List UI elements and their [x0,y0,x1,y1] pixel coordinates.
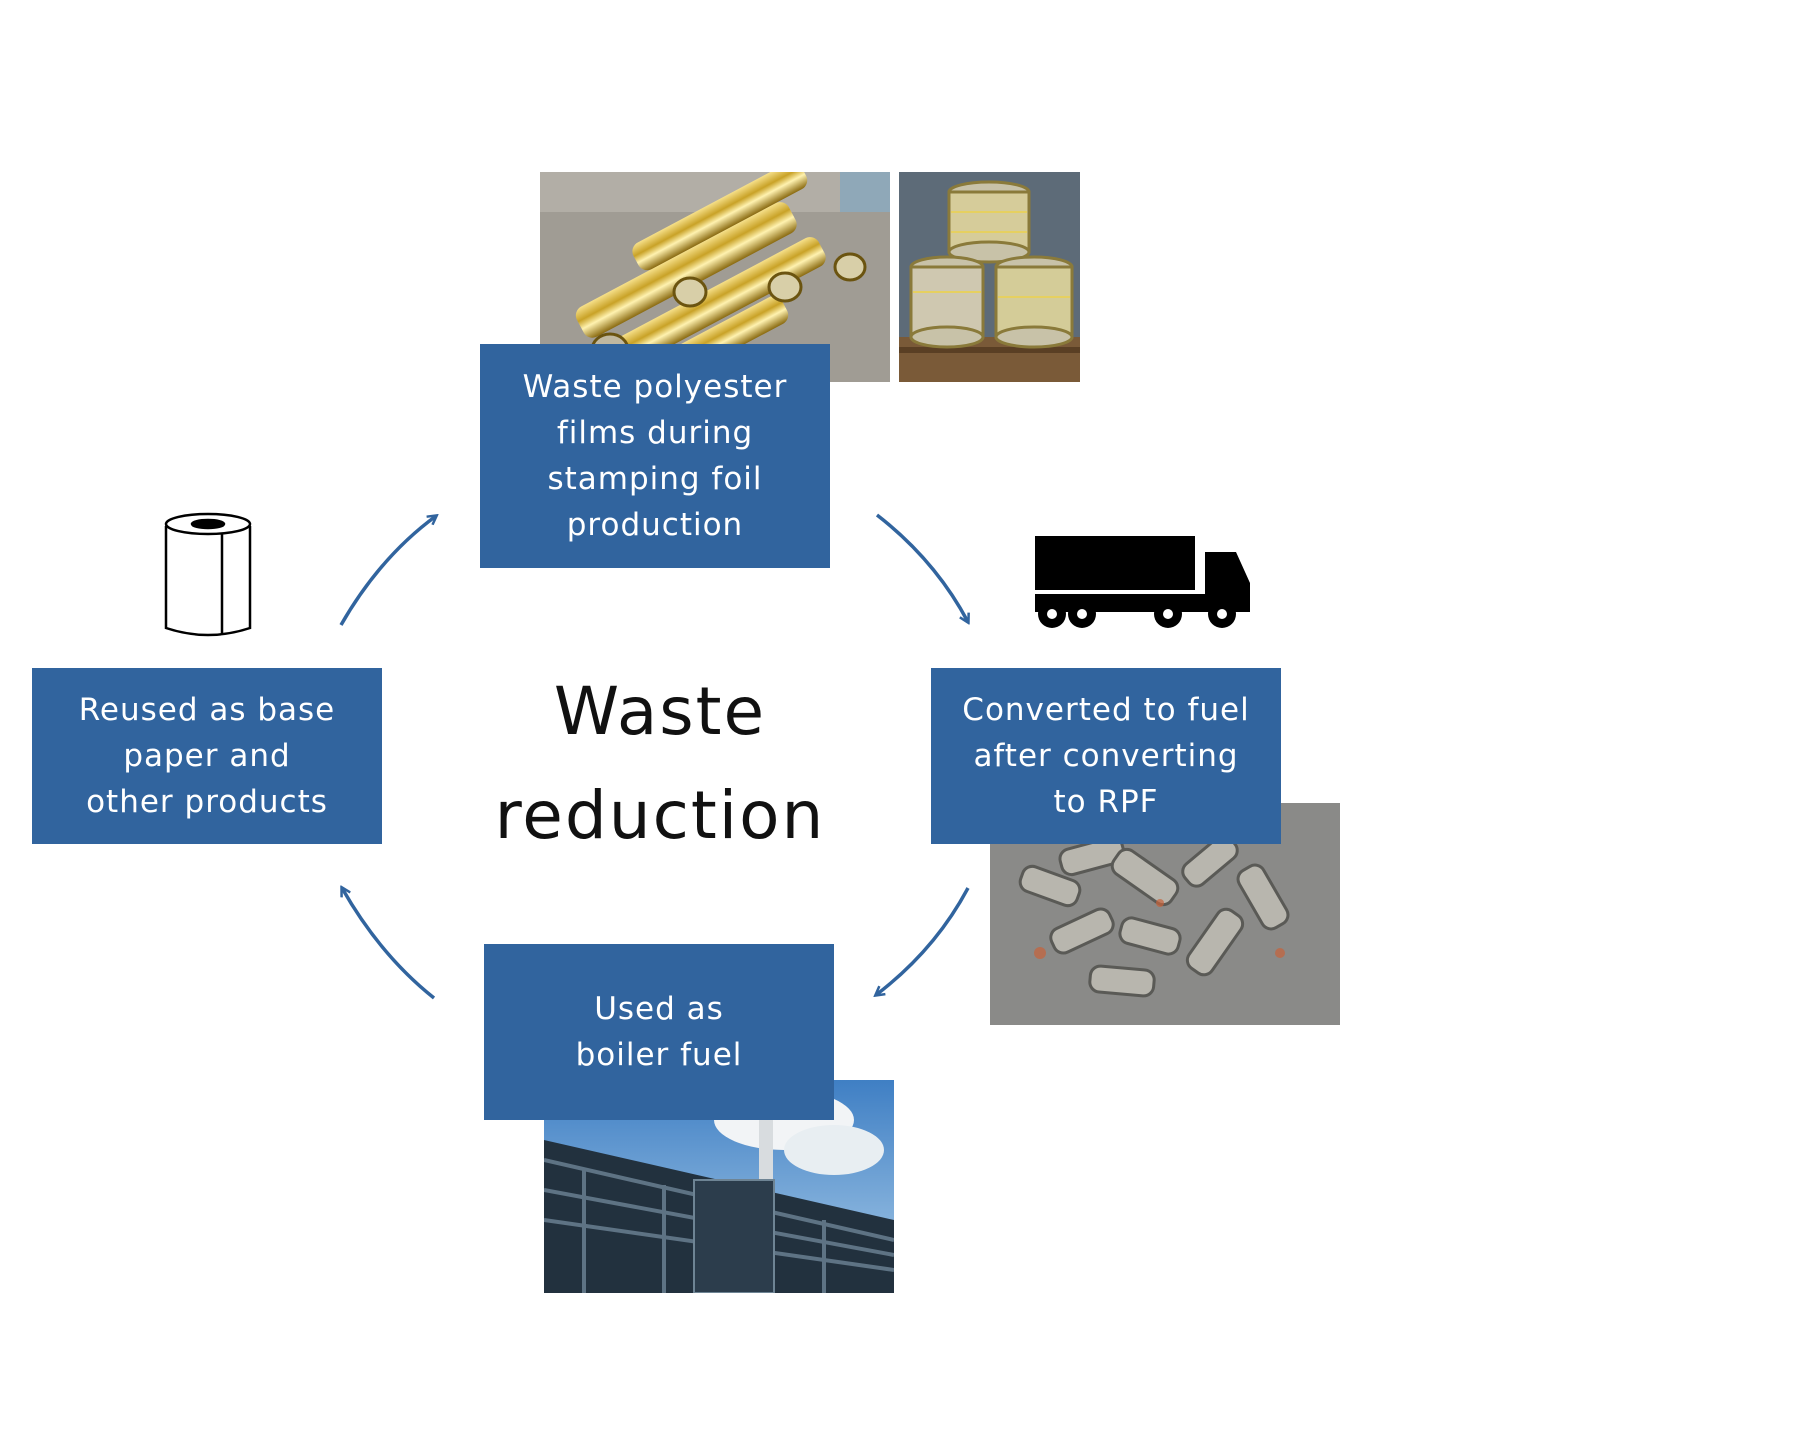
rpf-pellets-photo [990,803,1340,1025]
arrow-films-to-fuel [875,513,968,622]
step-converted-fuel: Converted to fuel after converting to RP… [931,668,1281,844]
center-title: Waste reduction [494,673,826,854]
arrow-boiler-to-reused [342,888,436,1000]
paper-roll-icon [164,512,252,637]
step-reused-paper: Reused as base paper and other products [32,668,382,844]
arrow-reused-to-films [339,516,436,626]
foil-spools-photo [899,172,1080,382]
arrow-fuel-to-boiler [876,887,970,995]
truck-icon [1035,536,1250,628]
step-boiler-fuel: Used as boiler fuel [484,944,834,1120]
step-waste-films: Waste polyester films during stamping fo… [480,344,830,568]
